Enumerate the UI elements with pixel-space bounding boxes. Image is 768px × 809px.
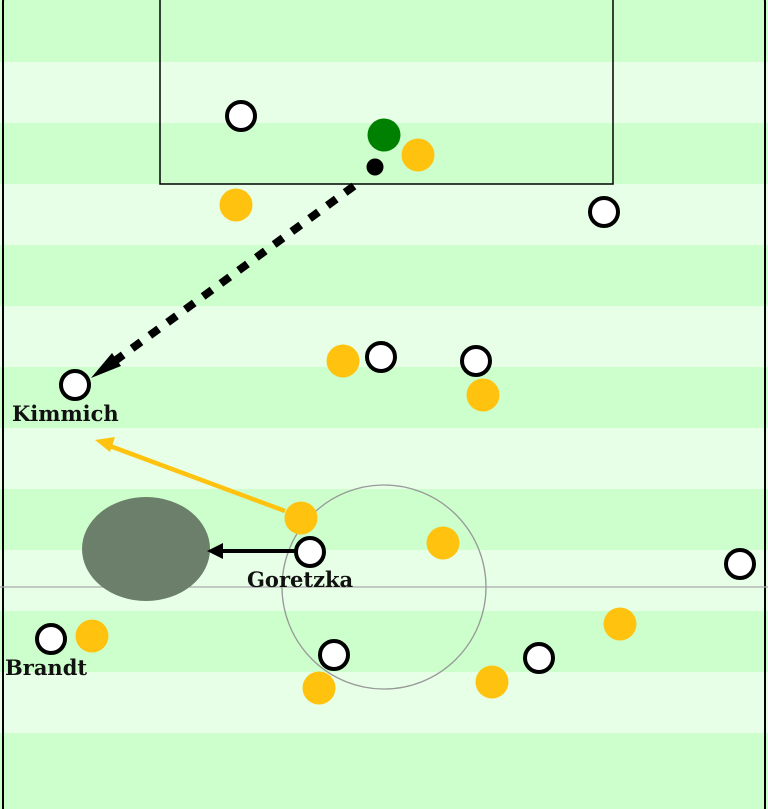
yellow-player-marker: [219, 188, 253, 222]
ball-marker: [366, 158, 384, 176]
pitch-stripe: [0, 367, 768, 428]
cover-shadow-zone: [82, 497, 210, 601]
pass-arrowhead: [91, 353, 121, 378]
yellow-player-marker: [603, 607, 637, 641]
goalkeeper-marker: [367, 118, 401, 152]
pitch-stripe: [0, 611, 768, 672]
white-player-marker: [318, 639, 350, 671]
kimmich-marker: [59, 369, 91, 401]
pitch-stripe: [0, 245, 768, 306]
pitch-stripe: [0, 733, 768, 809]
goretzka-marker: [294, 536, 326, 568]
center-circle: [281, 484, 487, 690]
white-player-marker: [588, 196, 620, 228]
pitch-stripe: [0, 62, 768, 123]
press-arrowhead: [95, 437, 115, 452]
movement-arrowhead: [207, 543, 223, 559]
white-player-marker: [365, 341, 397, 373]
white-player-marker: [225, 100, 257, 132]
yellow-player-marker: [75, 619, 109, 653]
pitch-stripe: [0, 0, 768, 62]
pitch-stripe: [0, 428, 768, 489]
yellow-player-marker: [466, 378, 500, 412]
yellow-player-marker: [475, 665, 509, 699]
yellow-player-marker: [426, 526, 460, 560]
penalty-box: [159, 0, 614, 185]
pitch-stripe: [0, 184, 768, 245]
goretzka-label: Goretzka: [247, 567, 354, 592]
yellow-player-marker: [302, 671, 336, 705]
pass-line-dotted: [105, 182, 357, 370]
yellow-player-marker: [401, 138, 435, 172]
white-player-marker: [460, 345, 492, 377]
yellow-player-marker: [326, 344, 360, 378]
white-player-marker: [724, 548, 756, 580]
yellow-player-marker: [284, 501, 318, 535]
press-arrow-line: [109, 443, 286, 514]
white-player-marker: [523, 642, 555, 674]
brandt-marker: [35, 623, 67, 655]
brandt-label: Brandt: [5, 655, 87, 680]
pitch-stripe: [0, 672, 768, 733]
kimmich-label: Kimmich: [12, 401, 119, 426]
